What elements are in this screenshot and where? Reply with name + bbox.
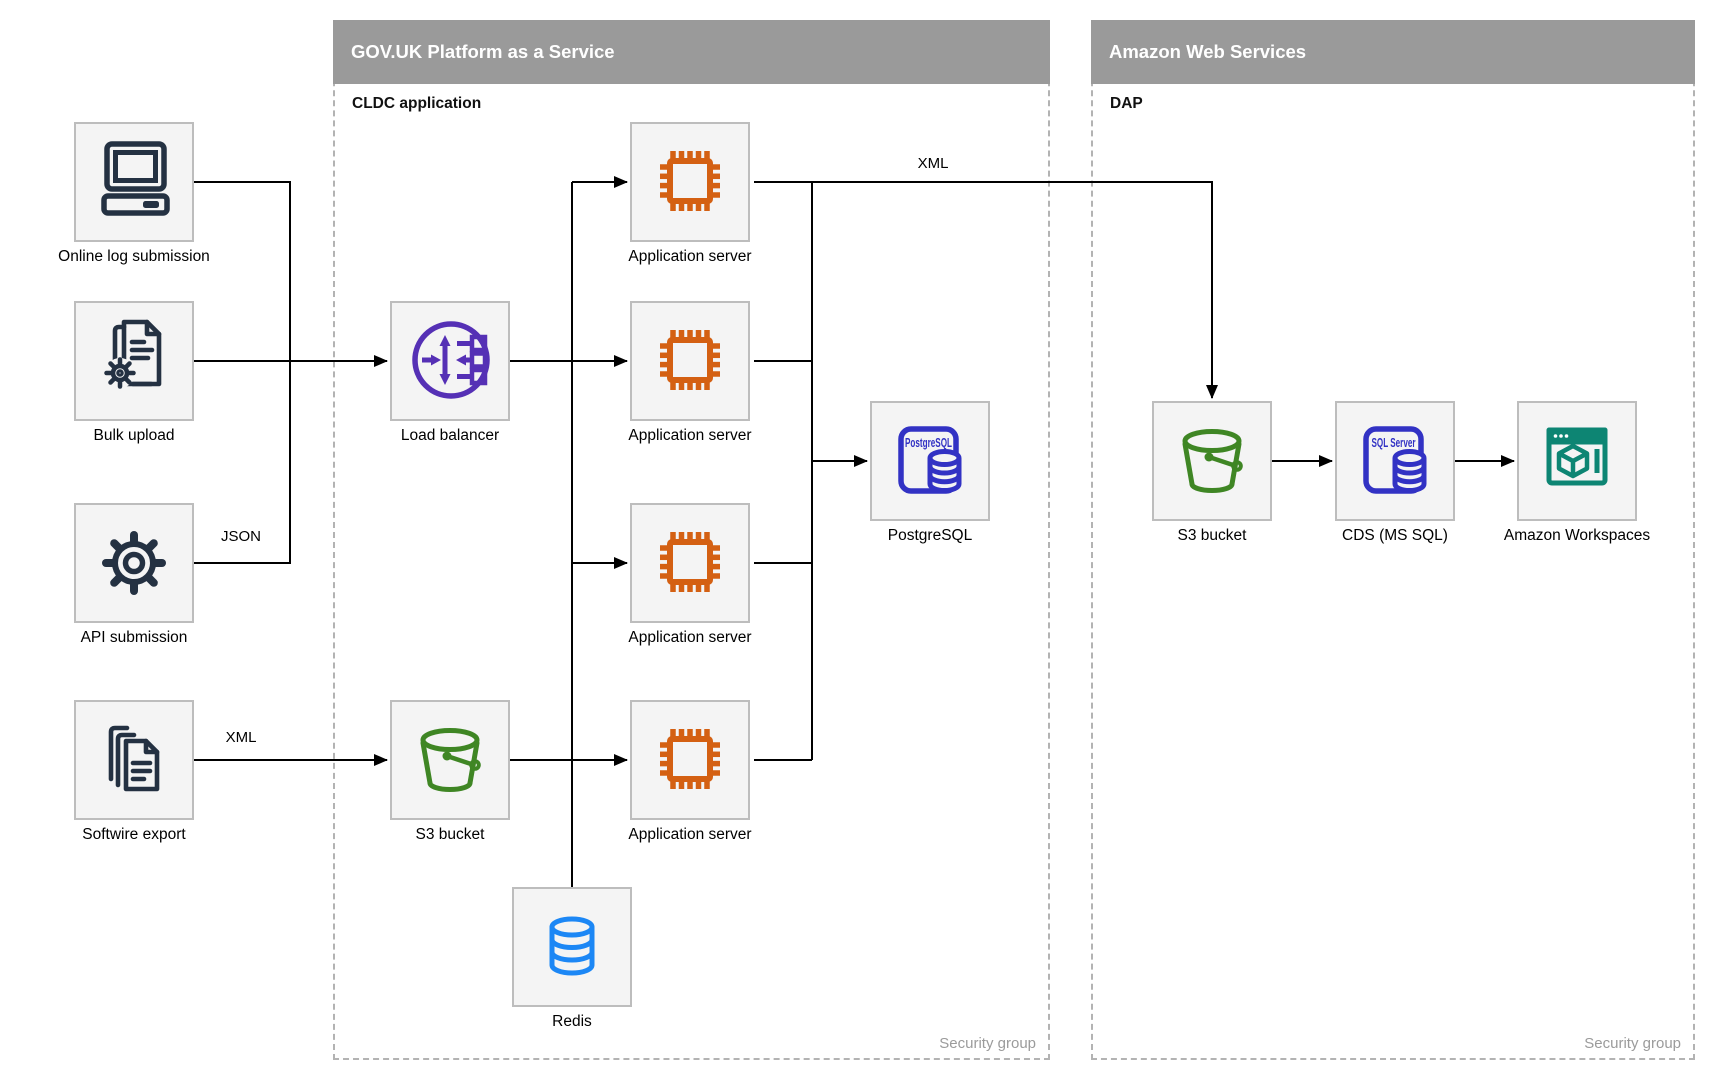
aws-title: Amazon Web Services	[1109, 41, 1307, 62]
node-amazon-workspaces	[1517, 401, 1637, 521]
security-group-label: Security group	[939, 1035, 1036, 1052]
node-label: API submission	[80, 629, 188, 646]
amazon-workspaces-icon	[1546, 427, 1608, 486]
node-s3-bucket-dap	[1152, 401, 1272, 521]
node-online-log-submission	[74, 122, 194, 242]
node-label: Bulk upload	[93, 427, 175, 444]
node-api-submission	[74, 503, 194, 623]
node-label: Online log submission	[58, 248, 210, 265]
node-redis	[512, 887, 632, 1007]
document-stack-icon	[108, 725, 160, 792]
node-application-server-4	[630, 700, 750, 820]
node-application-server-1	[630, 122, 750, 242]
node-label: Softwire export	[82, 826, 186, 843]
node-label: Application server	[628, 826, 752, 843]
node-label: CDS (MS SQL)	[1342, 527, 1448, 544]
node-postgresql: PostgreSQL	[870, 401, 990, 521]
node-label: S3 bucket	[415, 826, 485, 843]
edge-label-xml-softwire: XML	[225, 729, 257, 746]
aws-group: Amazon Web Services DAP Security group	[1091, 20, 1695, 1060]
node-label: Application server	[628, 629, 752, 646]
s3-bucket-icon	[1182, 429, 1243, 493]
database-cylinder-icon	[549, 916, 595, 976]
govuk-paas-title: GOV.UK Platform as a Service	[351, 41, 615, 62]
node-label: Amazon Workspaces	[1503, 527, 1651, 544]
postgresql-icon-text: PostgreSQL	[905, 436, 952, 450]
cpu-chip-icon	[660, 330, 720, 390]
edge-sources-merge	[194, 181, 291, 564]
node-label: Application server	[628, 248, 752, 265]
cpu-chip-icon	[660, 532, 720, 592]
cpu-chip-icon	[660, 729, 720, 789]
dap-label: DAP	[1110, 95, 1143, 112]
node-cds-ms-sql: SQL Server	[1335, 401, 1455, 521]
cpu-chip-icon	[660, 151, 720, 211]
node-bulk-upload	[74, 301, 194, 421]
edge-xml-to-dap-s3	[812, 181, 1218, 399]
sql-server-icon-text: SQL Server	[1372, 436, 1416, 450]
edge-label-json: JSON	[220, 528, 261, 545]
desktop-computer-icon	[101, 141, 170, 216]
security-group-label: Security group	[1584, 1035, 1681, 1052]
node-load-balancer	[390, 301, 510, 421]
gear-icon	[102, 531, 166, 595]
aws-header: Amazon Web Services	[1091, 20, 1695, 84]
sql-server-database-icon: SQL Server	[1363, 426, 1427, 494]
postgresql-database-icon: PostgreSQL	[898, 426, 962, 494]
node-application-server-3	[630, 503, 750, 623]
document-with-gear-icon	[104, 319, 162, 389]
node-application-server-2	[630, 301, 750, 421]
node-label: Redis	[552, 1013, 592, 1030]
govuk-paas-group: GOV.UK Platform as a Service CLDC applic…	[333, 20, 1050, 1060]
node-label: Load balancer	[400, 427, 500, 444]
node-softwire-export	[74, 700, 194, 820]
cldc-application-label: CLDC application	[352, 95, 482, 112]
s3-bucket-icon	[420, 728, 481, 792]
node-label: Application server	[628, 427, 752, 444]
govuk-paas-header: GOV.UK Platform as a Service	[333, 20, 1050, 84]
edge-label-xml-dap: XML	[917, 155, 949, 172]
load-balancer-icon	[412, 321, 490, 399]
node-label: PostgreSQL	[887, 527, 973, 544]
node-s3-bucket-paas	[390, 700, 510, 820]
node-label: S3 bucket	[1177, 527, 1247, 544]
